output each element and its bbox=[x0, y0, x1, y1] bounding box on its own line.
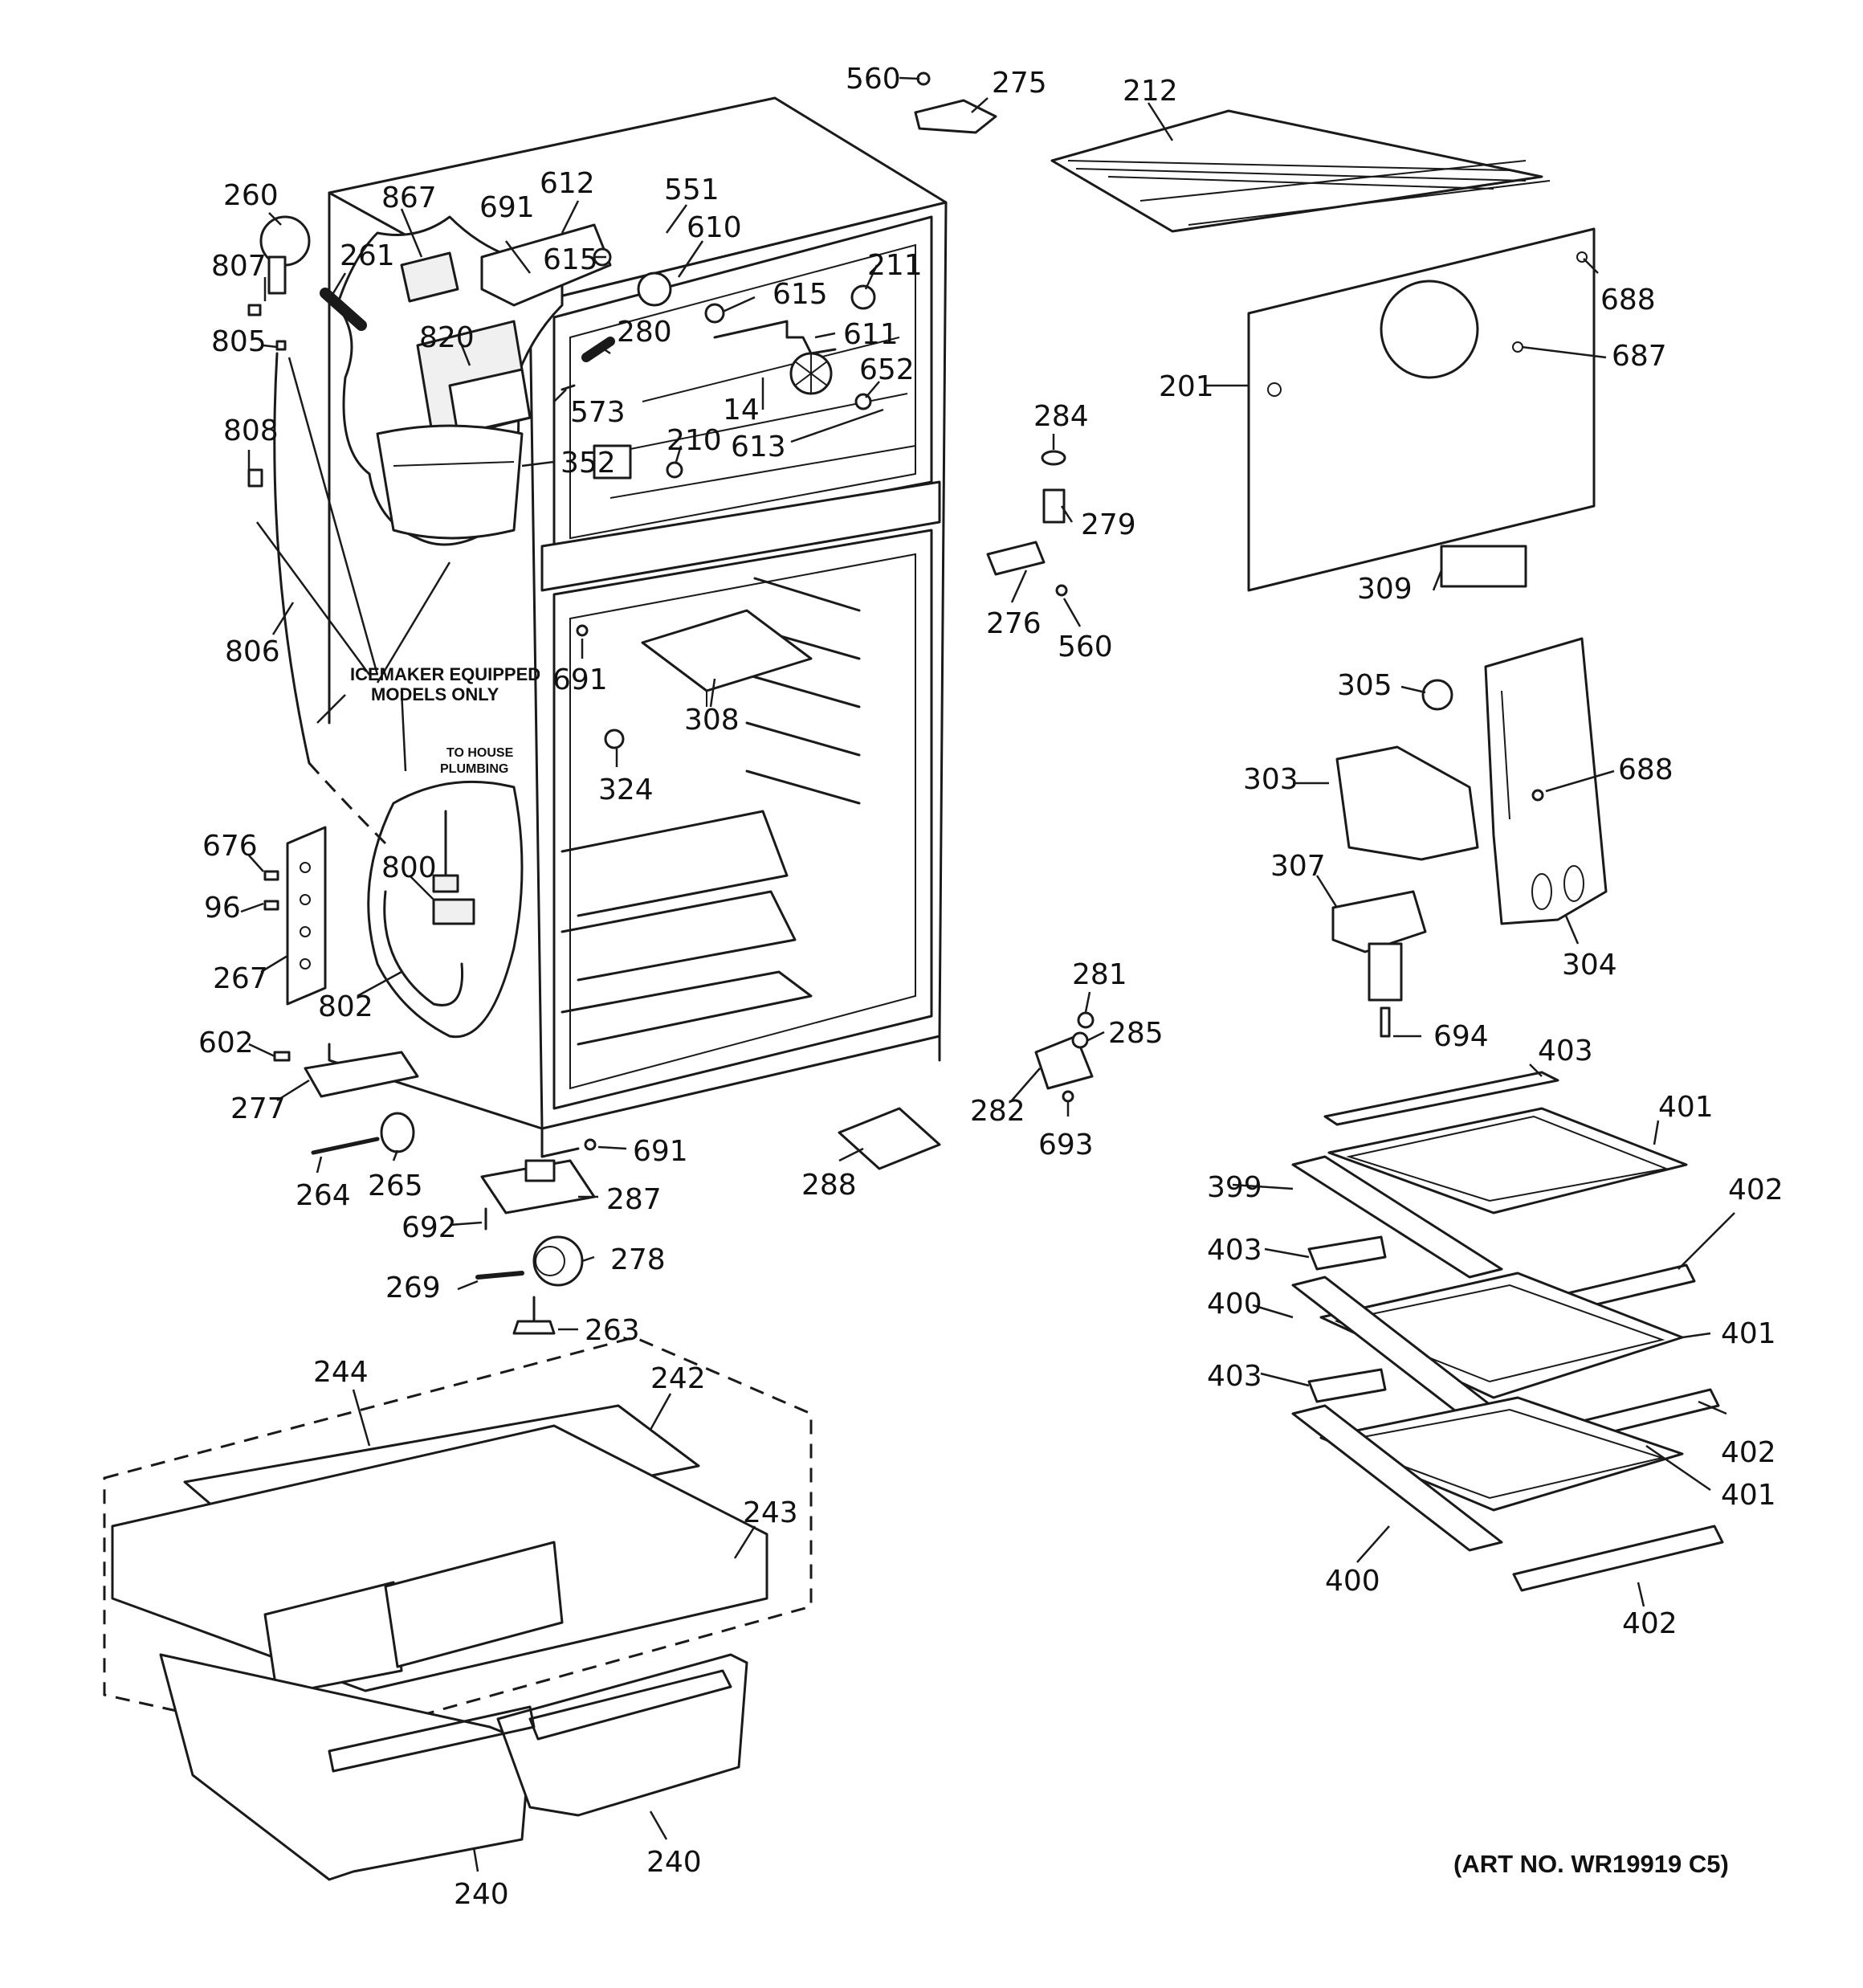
callout-242: 242 bbox=[650, 1362, 706, 1395]
callout-282: 282 bbox=[970, 1095, 1025, 1128]
plumbing-note-line2: PLUMBING bbox=[440, 762, 508, 776]
callout-602: 602 bbox=[198, 1027, 254, 1059]
callout-284: 284 bbox=[1033, 400, 1089, 433]
callout-307: 307 bbox=[1270, 850, 1326, 883]
freezer-components bbox=[259, 215, 876, 749]
plumbing-note-line1: TO HOUSE bbox=[446, 746, 514, 760]
callout-611: 611 bbox=[843, 318, 899, 351]
art-number: (ART NO. WR19919 C5) bbox=[1453, 1850, 1729, 1878]
icemaker-note-line1: ICEMAKER EQUIPPED bbox=[350, 664, 540, 684]
callout-309: 309 bbox=[1357, 573, 1413, 606]
callout-691: 691 bbox=[552, 663, 608, 696]
callout-551: 551 bbox=[664, 173, 720, 206]
callout-212: 212 bbox=[1123, 75, 1178, 108]
callout-14: 14 bbox=[723, 394, 760, 427]
callout-278: 278 bbox=[610, 1243, 666, 1276]
callouts: 560 275 212 260 867 691 612 551 610 615 … bbox=[198, 63, 1784, 1911]
callout-277: 277 bbox=[230, 1092, 286, 1125]
callout-275: 275 bbox=[992, 67, 1047, 100]
glass-shelves bbox=[1291, 1071, 1724, 1592]
callout-281: 281 bbox=[1072, 958, 1127, 991]
callout-287: 287 bbox=[606, 1183, 662, 1216]
callout-560: 560 bbox=[846, 63, 901, 96]
callout-276: 276 bbox=[986, 607, 1042, 640]
callout-201: 201 bbox=[1159, 370, 1214, 403]
callout-688: 688 bbox=[1618, 753, 1673, 786]
rear-panel bbox=[1247, 227, 1596, 592]
crisper-assembly bbox=[103, 1336, 813, 1881]
callout-688: 688 bbox=[1600, 284, 1656, 316]
callout-808: 808 bbox=[223, 414, 279, 447]
callout-403: 403 bbox=[1207, 1234, 1262, 1267]
callout-691: 691 bbox=[479, 191, 535, 224]
callout-244: 244 bbox=[313, 1356, 369, 1389]
callout-403: 403 bbox=[1538, 1035, 1593, 1067]
callout-676: 676 bbox=[202, 830, 258, 863]
callout-96: 96 bbox=[204, 892, 241, 925]
callout-403: 403 bbox=[1207, 1360, 1262, 1393]
callout-260: 260 bbox=[223, 179, 279, 212]
callout-610: 610 bbox=[687, 211, 742, 244]
callout-807: 807 bbox=[211, 250, 267, 283]
callout-303: 303 bbox=[1243, 763, 1298, 796]
plumbing-cutaway bbox=[367, 780, 524, 1039]
callout-240: 240 bbox=[646, 1846, 702, 1879]
callout-560: 560 bbox=[1058, 631, 1113, 663]
callout-401: 401 bbox=[1658, 1091, 1714, 1124]
callout-615: 615 bbox=[543, 243, 598, 276]
callout-352: 352 bbox=[561, 447, 616, 480]
callout-800: 800 bbox=[381, 851, 437, 884]
callout-243: 243 bbox=[743, 1496, 798, 1529]
callout-288: 288 bbox=[801, 1169, 857, 1202]
callout-692: 692 bbox=[402, 1211, 457, 1244]
callout-805: 805 bbox=[211, 325, 267, 358]
callout-261: 261 bbox=[340, 239, 395, 272]
callout-210: 210 bbox=[667, 424, 722, 457]
callout-263: 263 bbox=[585, 1314, 640, 1347]
callout-308: 308 bbox=[684, 704, 740, 737]
callout-652: 652 bbox=[859, 353, 915, 386]
callout-265: 265 bbox=[368, 1170, 423, 1202]
callout-573: 573 bbox=[570, 396, 626, 429]
notes: ICEMAKER EQUIPPED MODELS ONLY TO HOUSE P… bbox=[350, 664, 540, 776]
callout-211: 211 bbox=[867, 249, 923, 282]
callout-402: 402 bbox=[1721, 1436, 1776, 1469]
callout-401: 401 bbox=[1721, 1317, 1776, 1350]
icemaker-note-line2: MODELS ONLY bbox=[371, 684, 499, 704]
callout-401: 401 bbox=[1721, 1479, 1776, 1512]
callout-612: 612 bbox=[540, 167, 595, 200]
callout-267: 267 bbox=[213, 962, 268, 995]
callout-806: 806 bbox=[225, 635, 280, 668]
callout-279: 279 bbox=[1081, 508, 1136, 541]
callout-400: 400 bbox=[1325, 1565, 1380, 1598]
callout-305: 305 bbox=[1337, 669, 1392, 702]
bottom-parts bbox=[475, 450, 1095, 1335]
callout-264: 264 bbox=[296, 1179, 351, 1212]
callout-694: 694 bbox=[1433, 1020, 1489, 1053]
callout-402: 402 bbox=[1728, 1174, 1784, 1206]
callout-802: 802 bbox=[318, 990, 373, 1023]
callout-402: 402 bbox=[1622, 1607, 1678, 1640]
callout-269: 269 bbox=[385, 1272, 441, 1304]
callout-691: 691 bbox=[633, 1135, 688, 1168]
callout-324: 324 bbox=[598, 774, 654, 806]
dispenser-parts bbox=[1331, 637, 1608, 1038]
callout-240: 240 bbox=[454, 1878, 509, 1911]
callout-400: 400 bbox=[1207, 1288, 1262, 1321]
leader-lines bbox=[240, 76, 1735, 1872]
callout-615: 615 bbox=[773, 278, 828, 311]
callout-687: 687 bbox=[1612, 340, 1667, 373]
callout-613: 613 bbox=[731, 431, 786, 463]
callout-399: 399 bbox=[1207, 1171, 1262, 1204]
note-arrows bbox=[255, 357, 451, 772]
callout-693: 693 bbox=[1038, 1129, 1094, 1161]
callout-867: 867 bbox=[381, 182, 437, 214]
callout-285: 285 bbox=[1108, 1017, 1164, 1050]
callout-280: 280 bbox=[617, 316, 672, 349]
callout-304: 304 bbox=[1562, 949, 1617, 982]
callout-820: 820 bbox=[419, 321, 475, 354]
